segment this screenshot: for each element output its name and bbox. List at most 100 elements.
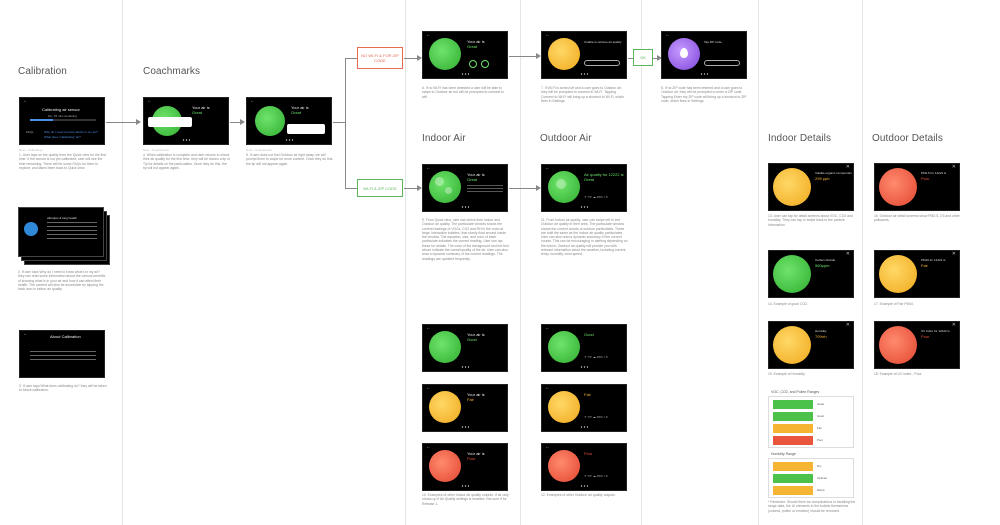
zip-title: Tap ZIP code [704,40,722,44]
back-arrow-icon[interactable]: ← [426,325,431,331]
arrow-head-icon [536,185,541,191]
faq-link[interactable]: What does "calibrating" do? [44,135,81,139]
flow-arrow [345,58,346,189]
caption-13: 13. User can tap for detail screens abou… [768,214,853,227]
detail-label: PM10 for 12222 is [921,258,946,262]
back-arrow-icon[interactable]: ← [665,32,670,38]
connect-wifi-button[interactable] [584,60,620,66]
decision-wifi-zip: WI-FI & ZIP CODE [357,179,403,197]
pagination-dots [580,206,588,208]
legend-title: VOC, CO2, and Pollen Ranges [771,390,820,394]
pagination-dots [580,426,588,428]
outdoor-fair-screen[interactable]: ← Fair ☀ 73° ☁ 45% ≈ 5 [541,384,627,432]
arrow-head-icon [240,119,245,125]
back-arrow-icon[interactable]: ← [426,444,431,450]
indoor-heading: Your air is [467,451,485,456]
flow-arrow [106,122,137,123]
particulate-icon[interactable] [481,60,489,68]
indoor-poor-screen[interactable]: ← Your air is Poor [422,443,508,491]
arrow-head-icon [417,55,422,61]
back-arrow-icon[interactable]: ← [147,98,152,104]
quality-rating: Poor [467,456,476,461]
caption-18: 18. Example of UV index - Poor. [874,372,923,376]
back-arrow-icon[interactable]: ← [426,32,431,38]
outdoor-poor-screen[interactable]: ← Poor ☀ 73° ☁ 45% ≈ 5 [541,443,627,491]
zip-code-screen[interactable]: ← Tap ZIP code [661,31,747,79]
enter-zip-button[interactable] [704,60,740,66]
back-arrow-icon[interactable]: ← [426,165,431,171]
column-divider [641,0,642,525]
calibration-progress [30,119,96,121]
outdoor-good-screen[interactable]: ← Good ☀ 73° ☁ 45% ≈ 5 [541,324,627,372]
legend-row: Great [773,400,824,409]
about-calibration-screen[interactable]: ← About Calibration [19,330,105,378]
no-wifi-indoor-screen[interactable]: ← Your air is Great [422,31,508,79]
location-pin-icon [680,48,688,58]
outdoor-air-screen[interactable]: ← Air quality for 12222 is Great ☀ 73° ☁… [541,164,627,212]
air-quality-bubble [255,106,285,136]
close-icon[interactable]: ✕ [951,322,956,328]
uv-detail-screen[interactable]: ✕ UV index for 12222 is Poor [874,321,960,369]
no-wifi-outdoor-screen[interactable]: ← Unable to retrieve air quality [541,31,627,79]
detail-bubble [773,168,811,206]
back-arrow-icon[interactable]: ← [426,385,431,391]
coachmark-tip[interactable] [287,124,325,134]
air-quality-bubble [429,171,461,203]
legend-row: Dry [773,462,821,471]
back-arrow-icon[interactable]: ← [545,165,550,171]
close-icon[interactable]: ✕ [845,164,850,170]
co2-detail-screen[interactable]: ✕ Carbon dioxide 560ppm [768,250,854,298]
particulate-icon[interactable] [469,60,477,68]
decision-no-wifi: NO WI-FI & FOR ZIP CODE [357,47,403,69]
back-arrow-icon[interactable]: ← [545,32,550,38]
close-icon[interactable]: ✕ [951,251,956,257]
column-divider [405,0,406,525]
caption-12: 12. Examples of other Outdoor air qualit… [541,493,616,497]
indoor-air-screen[interactable]: ← Your air is Great [422,164,508,212]
air-quality-bubble [429,391,461,423]
pagination-dots [461,206,469,208]
calibration-screen[interactable]: ← Calibrating air sensor 1hr, 15 min rem… [19,97,105,145]
close-icon[interactable]: ✕ [845,322,850,328]
back-arrow-icon[interactable]: ← [23,98,28,104]
back-arrow-icon[interactable]: ← [545,325,550,331]
faq-link[interactable]: Why do I need to know what's in my air? [44,130,98,134]
flow-arrow [404,58,420,59]
detail-label: Carbon dioxide [815,258,836,262]
quality-rating: Fair [584,392,591,397]
why-know-card[interactable]: Allergies & lung health [18,207,104,257]
coachmark-screen-1[interactable]: ← Your air is Great [143,97,229,145]
particulate-bubble[interactable] [445,187,452,194]
indoor-good-screen[interactable]: ← Your air is Good [422,324,508,372]
vocs-detail-screen[interactable]: ✕ Volatile organic compounds 295 ppb [768,163,854,211]
air-quality-bubble [548,450,580,482]
humidity-detail-screen[interactable]: ✕ Humidity 70%rh [768,321,854,369]
caption-6: 6. If no Wi-Fi has been detected a user … [422,86,504,99]
close-icon[interactable]: ✕ [845,251,850,257]
legend-row: Damp [773,486,824,495]
pm10-detail-screen[interactable]: ✕ PM10 for 12222 is Fair [874,250,960,298]
indoor-fair-screen[interactable]: ← Your air is Fair [422,384,508,432]
particulate-bubble[interactable] [556,179,566,189]
coachmark-tip[interactable] [148,117,192,127]
back-arrow-icon[interactable]: ← [545,385,550,391]
back-arrow-icon[interactable]: ← [23,331,28,337]
section-title-outdoor-air: Outdoor Air [540,133,592,144]
caption-15: 15. Example of Humidity. [768,372,806,376]
legend-swatch [773,486,813,495]
detail-value: Poor [921,334,930,339]
weather-readout: ☀ 73° ☁ 45% ≈ 5 [584,195,608,199]
decision-ok: OK [633,49,653,66]
coachmark-screen-2[interactable]: ← Your air is Great [246,97,332,145]
pm25-detail-screen[interactable]: ✕ PM2.5 for 12222 is Poor [874,163,960,211]
pagination-dots [461,485,469,487]
back-arrow-icon[interactable]: ← [545,444,550,450]
back-arrow-icon[interactable]: ← [250,98,255,104]
quality-rating: Great [467,177,478,182]
column-divider [520,0,521,525]
section-title-indoor-air: Indoor Air [422,133,466,144]
close-icon[interactable]: ✕ [951,164,956,170]
particulate-bubble[interactable] [435,177,444,186]
summary-text [467,185,503,193]
legend-swatch [773,400,813,409]
